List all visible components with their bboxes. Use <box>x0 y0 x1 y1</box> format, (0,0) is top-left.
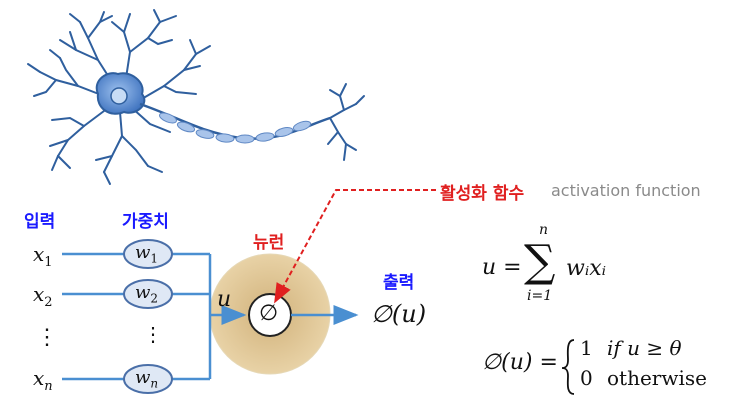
case1-condition: if u ≥ θ <box>607 336 682 360</box>
input-lines <box>62 252 359 381</box>
weight-wn: wn <box>135 367 159 391</box>
nucleus <box>110 87 128 105</box>
input-dots: ⋮ <box>36 325 58 350</box>
case2-condition: otherwise <box>607 366 707 390</box>
activation-pointer <box>274 189 436 304</box>
axon-terminals <box>327 83 365 161</box>
weight-label: 가중치 <box>122 212 169 232</box>
input-xn: xn <box>33 366 53 394</box>
case1-value: 1 <box>580 336 593 360</box>
sum-term: wᵢxᵢ <box>566 256 607 281</box>
neuron-label: 뉴런 <box>253 233 285 253</box>
input-x2: x2 <box>33 282 53 310</box>
neuron-input-u: u <box>217 287 232 312</box>
sum-upper-limit: n <box>539 222 549 238</box>
output-expression: ∅(u) <box>371 300 427 328</box>
activation-function-label-en: activation function <box>551 181 701 200</box>
input-x1: x1 <box>33 242 53 270</box>
activation-function-label-kr: 활성화 함수 <box>440 184 525 204</box>
sum-formula-lhs: u = <box>482 255 522 280</box>
output-label: 출력 <box>383 273 415 293</box>
sum-lower-limit: i=1 <box>527 288 553 304</box>
weight-dots: ⋮ <box>143 322 163 346</box>
activation-formula-lhs: ∅(u) = <box>482 350 558 375</box>
sum-sigma: ∑ <box>524 236 556 287</box>
case2-value: 0 <box>580 366 593 390</box>
myelin-sheath <box>159 112 312 144</box>
weight-ellipses <box>123 239 173 394</box>
dendrites <box>27 9 211 185</box>
activation-symbol: ∅ <box>259 301 279 326</box>
weight-w2: w2 <box>135 282 159 306</box>
case-brace <box>561 339 575 395</box>
weight-w1: w1 <box>135 242 159 266</box>
input-label: 입력 <box>24 212 56 232</box>
